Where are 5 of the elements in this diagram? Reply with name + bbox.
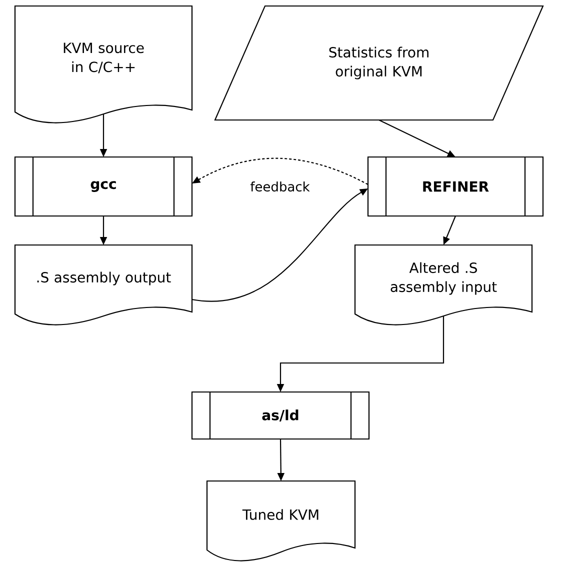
data-parallelogram: Statistics from original KVM — [214, 5, 544, 121]
process-box: gcc — [14, 156, 193, 217]
process-box: as/ld — [191, 391, 370, 440]
edge-label: feedback — [249, 180, 311, 193]
process-box: REFINER — [367, 156, 544, 217]
